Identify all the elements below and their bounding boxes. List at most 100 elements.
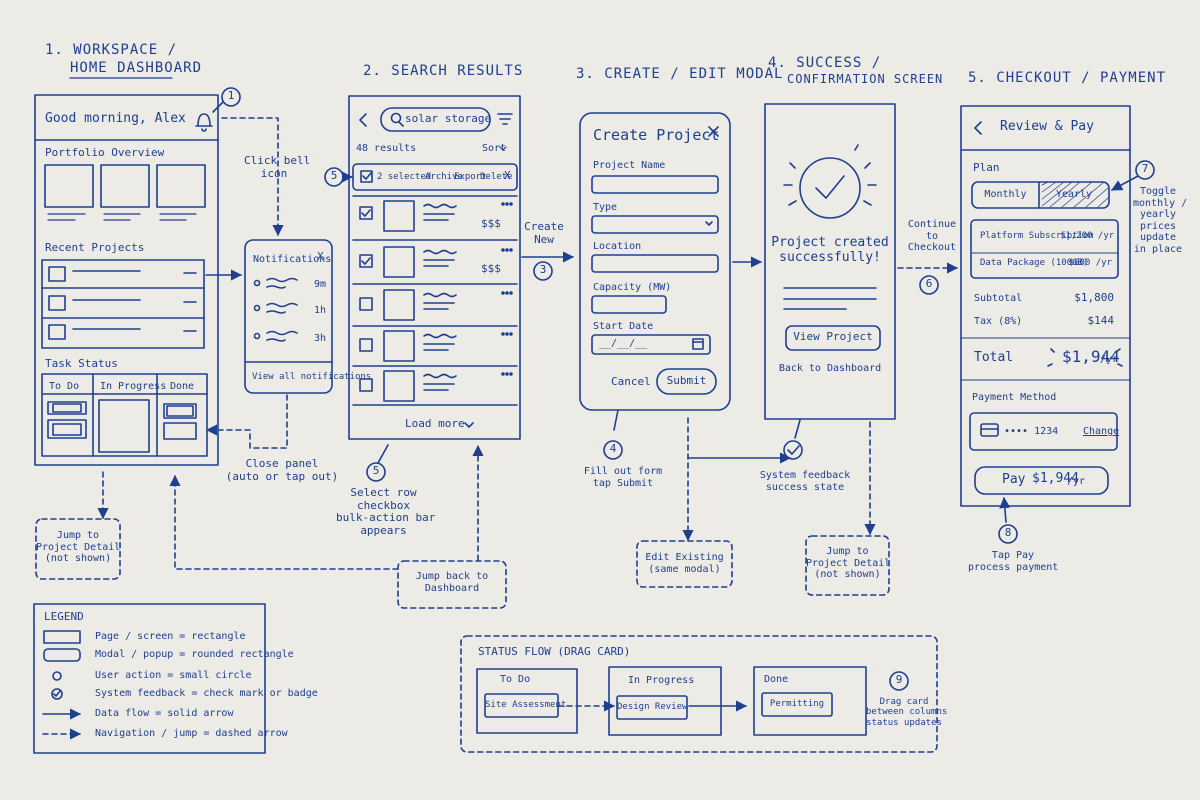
status-col-in-progress: In Progress bbox=[628, 675, 695, 686]
delete-button[interactable]: Delete bbox=[480, 172, 513, 182]
label-location: Location bbox=[593, 241, 642, 252]
portfolio-cards[interactable] bbox=[45, 165, 205, 207]
modal-title: Create Project bbox=[593, 126, 720, 144]
archive-button[interactable]: Archive bbox=[425, 172, 463, 182]
search-input[interactable]: solar storage bbox=[405, 112, 492, 125]
section-title-home-dashboard: HOME DASHBOARD bbox=[70, 60, 203, 76]
total-unit: /yr bbox=[1100, 354, 1119, 365]
bell-icon[interactable] bbox=[195, 110, 215, 130]
pay-button[interactable]: Pay $1,944 /yr bbox=[975, 467, 1108, 494]
capacity-field[interactable] bbox=[592, 296, 666, 313]
label-capacity: Capacity (MW) bbox=[593, 282, 672, 293]
notifications-title: Notifications bbox=[253, 254, 332, 265]
recent-projects-label: Recent Projects bbox=[45, 241, 145, 254]
legend-item: Page / screen = rectangle bbox=[95, 631, 246, 642]
marker-7: 7 bbox=[1141, 162, 1149, 175]
legend-title: LEGEND bbox=[44, 610, 84, 623]
marker-4: 4 bbox=[609, 442, 617, 455]
tax-label: Tax (8%) bbox=[974, 316, 1023, 327]
row-checkbox[interactable] bbox=[358, 337, 374, 353]
calendar-icon[interactable] bbox=[691, 337, 705, 351]
checkout-title: Review & Pay bbox=[1000, 119, 1094, 134]
legend-item: Modal / popup = rounded rectangle bbox=[95, 649, 294, 660]
bulk-bar-close-button[interactable]: X bbox=[504, 169, 511, 182]
row-checkbox[interactable] bbox=[358, 296, 374, 312]
task-status-label: Task Status bbox=[45, 357, 118, 370]
notification-time: 1h bbox=[314, 305, 327, 316]
view-project-button[interactable]: View Project bbox=[793, 330, 873, 343]
plan-monthly-toggle[interactable]: Monthly bbox=[984, 189, 1027, 200]
submit-button[interactable]: Submit bbox=[666, 374, 707, 387]
location-field[interactable] bbox=[592, 255, 718, 272]
status-card-permitting[interactable]: Permitting bbox=[769, 699, 825, 709]
pay-label: Pay bbox=[1002, 472, 1026, 487]
total-value: $1,944 bbox=[1062, 347, 1120, 366]
back-to-dashboard-link[interactable]: Back to Dashboard bbox=[778, 363, 882, 374]
project-row[interactable] bbox=[42, 318, 204, 348]
start-date-field[interactable]: __/__/__ bbox=[599, 338, 648, 349]
export-button[interactable]: Export bbox=[454, 172, 487, 182]
notification-time: 3h bbox=[314, 333, 327, 344]
row-checkbox[interactable] bbox=[358, 253, 374, 269]
back-arrow-icon[interactable] bbox=[970, 118, 986, 138]
status-flow-title: STATUS FLOW (DRAG CARD) bbox=[478, 645, 631, 658]
label-project-name: Project Name bbox=[593, 160, 666, 171]
board-col-in-progress: In Progress bbox=[100, 381, 167, 392]
card-icon bbox=[979, 422, 1000, 438]
legend-item: System feedback = check mark or badge bbox=[95, 688, 318, 699]
dashboard-screen bbox=[34, 94, 219, 466]
filter-icon[interactable] bbox=[496, 110, 514, 128]
jump-edit-existing[interactable]: Edit Existing(same modal) bbox=[645, 552, 724, 575]
status-card-site-assessment[interactable]: Site Assessment bbox=[485, 700, 567, 710]
close-icon[interactable] bbox=[706, 124, 722, 140]
view-all-notifications-link[interactable]: View all notifications bbox=[252, 372, 372, 382]
status-card-design-review[interactable]: Design Review bbox=[617, 702, 688, 712]
plan-label: Plan bbox=[973, 161, 1000, 174]
type-select[interactable] bbox=[592, 216, 718, 233]
row-checkbox[interactable] bbox=[358, 377, 374, 393]
board-col-todo: To Do bbox=[49, 381, 80, 392]
section-title-workspace: 1. WORKSPACE / bbox=[45, 42, 178, 58]
result-price: $$$ bbox=[481, 217, 501, 230]
dashboard-greeting: Good morning, Alex bbox=[45, 111, 186, 126]
legend-item: User action = small circle bbox=[95, 670, 252, 681]
back-arrow-icon[interactable] bbox=[355, 110, 371, 130]
check-icon bbox=[800, 158, 860, 218]
line-item-price: $600 /yr bbox=[1068, 258, 1112, 268]
project-row[interactable] bbox=[42, 260, 204, 288]
pay-unit: /yr bbox=[1067, 476, 1086, 487]
section-title-checkout: 5. CHECKOUT / PAYMENT bbox=[968, 70, 1167, 86]
sort-dropdown[interactable]: Sort bbox=[482, 143, 507, 154]
load-more-button[interactable]: Load more bbox=[405, 417, 465, 430]
line-item-name: Data Package (100GB) bbox=[980, 258, 1089, 268]
marker-6: 6 bbox=[925, 277, 933, 290]
project-name-field[interactable] bbox=[592, 176, 718, 193]
board-col-done: Done bbox=[170, 381, 195, 392]
total-label: Total bbox=[974, 350, 1014, 365]
notifications-close-button[interactable]: X bbox=[317, 250, 324, 263]
row-checkbox[interactable] bbox=[358, 205, 374, 221]
cancel-button[interactable]: Cancel bbox=[611, 375, 651, 388]
section-title-success: 4. SUCCESS / bbox=[768, 55, 882, 71]
section-title-confirmation: CONFIRMATION SCREEN bbox=[787, 72, 944, 86]
status-col-done: Done bbox=[764, 674, 789, 685]
annotation-close-panel: Close panel(auto or tap out) bbox=[225, 457, 339, 483]
project-row[interactable] bbox=[42, 288, 204, 318]
selected-count: 2 selected bbox=[377, 172, 432, 182]
plan-yearly-toggle[interactable]: Yearly bbox=[1055, 189, 1093, 200]
legend-item: Navigation / jump = dashed arrow bbox=[95, 728, 288, 739]
pay-amount: $1,944 bbox=[1032, 471, 1079, 486]
change-payment-link[interactable]: Change bbox=[1083, 426, 1120, 437]
tax-value: $144 bbox=[1087, 314, 1115, 327]
